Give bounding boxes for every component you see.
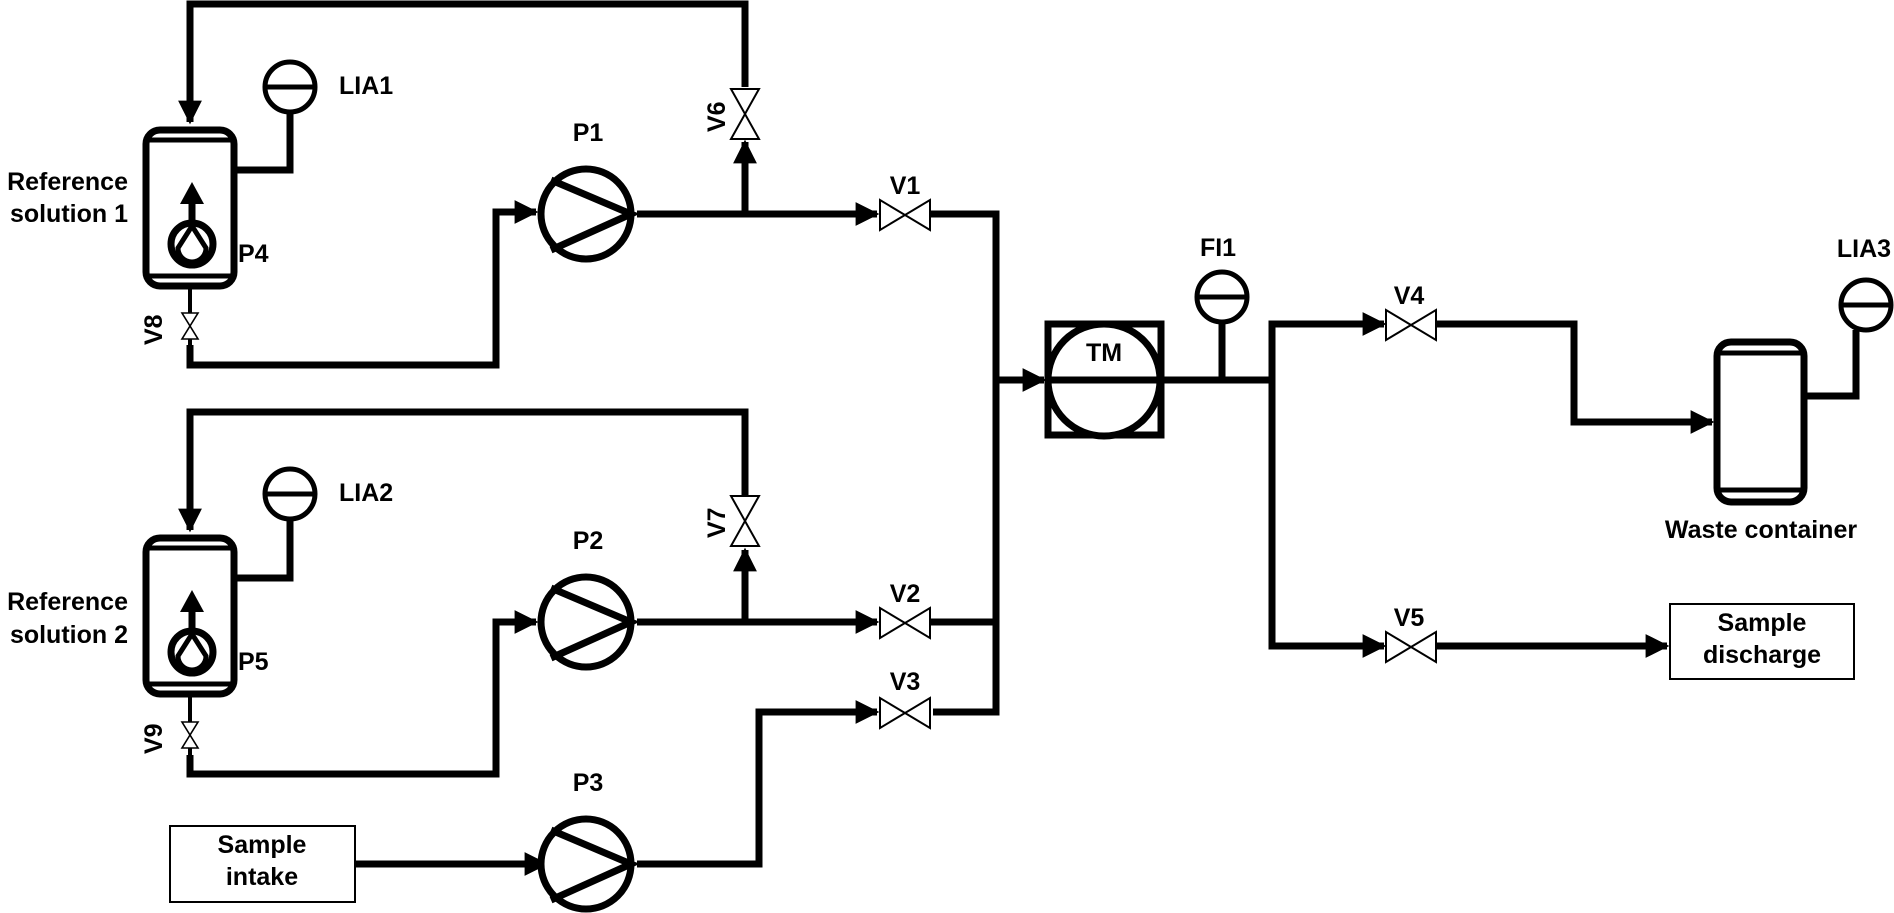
link-lia2 bbox=[234, 518, 294, 582]
valve-v9-icon bbox=[180, 721, 200, 749]
pump-p4-icon bbox=[167, 182, 217, 269]
lia2-label: LIA2 bbox=[339, 479, 393, 507]
v5-label: V5 bbox=[1394, 604, 1425, 632]
pump-p3-icon bbox=[537, 815, 640, 913]
tank2-label-line1: Reference bbox=[7, 588, 128, 616]
pipe-branch-to-v4 bbox=[1268, 312, 1387, 380]
v7-label: V7 bbox=[703, 507, 731, 538]
valve-v7-icon bbox=[729, 495, 761, 547]
pipe-v4-to-waste bbox=[1436, 320, 1715, 434]
lia3-label: LIA3 bbox=[1837, 235, 1891, 263]
indicator-lia1-icon bbox=[262, 59, 318, 115]
sample-discharge-line2: discharge bbox=[1703, 641, 1821, 669]
reference-tank-2 bbox=[142, 534, 238, 756]
sample-discharge-box bbox=[1669, 603, 1855, 680]
pump-p5-icon bbox=[167, 590, 217, 677]
v2-label: V2 bbox=[890, 580, 921, 608]
labels: Reference solution 1 P4 LIA1 V8 Referenc… bbox=[7, 72, 1891, 891]
waste-container bbox=[1713, 338, 1808, 506]
p2-label: P2 bbox=[573, 527, 604, 555]
fi1-label: FI1 bbox=[1200, 234, 1236, 262]
v4-label: V4 bbox=[1394, 282, 1425, 310]
sample-intake-line1: Sample bbox=[218, 831, 307, 859]
pump-p2-icon bbox=[537, 573, 640, 671]
v6-label: V6 bbox=[703, 101, 731, 132]
pipes bbox=[178, 0, 1860, 876]
link-lia3 bbox=[1804, 330, 1860, 400]
sample-intake-line2: intake bbox=[226, 863, 298, 891]
pipe-tank2-to-p2 bbox=[186, 610, 539, 778]
sample-discharge-line1: Sample bbox=[1718, 609, 1807, 637]
valve-v4-icon bbox=[1385, 308, 1437, 342]
valve-v5-icon bbox=[1385, 630, 1437, 664]
tank2-label-line2: solution 2 bbox=[10, 621, 128, 649]
tm-label: TM bbox=[1086, 339, 1122, 367]
valve-v2-icon bbox=[879, 606, 931, 640]
v1-label: V1 bbox=[890, 172, 921, 200]
tank1-label-line2: solution 1 bbox=[10, 200, 128, 228]
pipe-p3-to-v3 bbox=[637, 700, 880, 868]
reference-tank-1 bbox=[142, 126, 238, 346]
p1-label: P1 bbox=[573, 119, 604, 147]
v9-label: V9 bbox=[140, 723, 168, 754]
pipe-v7-to-tank2 bbox=[178, 408, 749, 533]
v3-label: V3 bbox=[890, 668, 921, 696]
sample-intake-box bbox=[169, 825, 356, 903]
tank1-label-line1: Reference bbox=[7, 168, 128, 196]
p4-label: P4 bbox=[238, 240, 269, 268]
valve-v6-icon bbox=[729, 88, 761, 140]
measurement-unit-tm bbox=[1044, 320, 1165, 440]
indicator-lia3-icon bbox=[1838, 277, 1894, 333]
p3-label: P3 bbox=[573, 769, 604, 797]
pipe-v1-to-collector bbox=[931, 210, 1000, 716]
pipe-branch-to-v5 bbox=[1268, 380, 1387, 658]
valve-v1-icon bbox=[879, 198, 931, 232]
pipe-tank1-to-p1 bbox=[186, 200, 539, 369]
lia1-label: LIA1 bbox=[339, 72, 393, 100]
v8-label: V8 bbox=[140, 314, 168, 345]
waste-container-label: Waste container bbox=[1665, 516, 1857, 544]
pump-p1-icon bbox=[537, 165, 640, 263]
p5-label: P5 bbox=[238, 648, 269, 676]
link-lia1 bbox=[234, 111, 294, 174]
valve-v3-icon bbox=[879, 696, 931, 730]
indicator-lia2-icon bbox=[262, 466, 318, 522]
pipe-v6-to-tank1 bbox=[178, 0, 749, 125]
indicator-fi1-icon bbox=[1194, 269, 1250, 325]
valve-v8-icon bbox=[180, 312, 200, 340]
